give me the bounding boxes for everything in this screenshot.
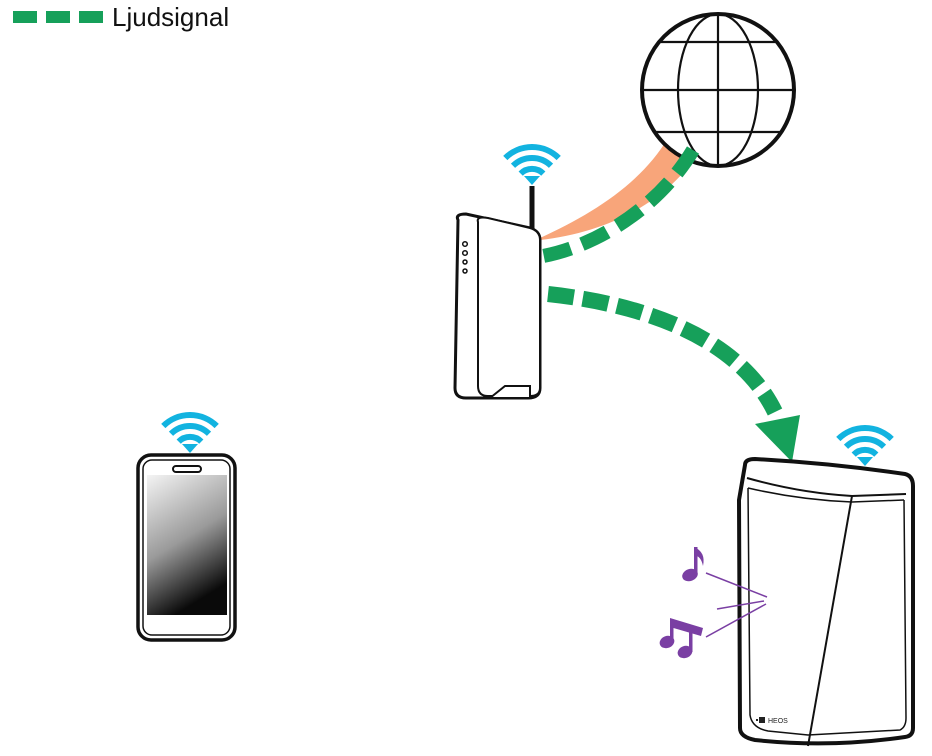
wifi-arc — [843, 435, 887, 450]
wifi-dot — [857, 457, 873, 466]
wifi-arc — [851, 446, 879, 457]
arrowhead — [755, 415, 800, 462]
wifi-dot — [182, 444, 198, 453]
beamed-music-notes-icon — [659, 618, 703, 659]
speaker-brand-label: HEOS — [768, 718, 788, 725]
wifi-arc — [836, 425, 894, 442]
legend-dash — [79, 11, 103, 23]
audio-signal-internet-to-router — [541, 146, 700, 263]
legend-dash — [46, 11, 70, 23]
sound-waves — [705, 572, 768, 638]
smartphone-icon — [136, 453, 237, 642]
legend: Ljudsignal — [13, 1, 229, 33]
wifi-arc — [518, 165, 546, 176]
legend-label: Ljudsignal — [112, 2, 230, 32]
wifi-arc — [168, 422, 212, 437]
wifi-arc — [161, 412, 219, 429]
music-note-icon — [682, 547, 704, 582]
smartphone-screen — [147, 475, 227, 615]
speaker-icon: HEOS — [736, 456, 915, 747]
router-icon — [453, 186, 542, 400]
wifi-icon-smartphone — [161, 412, 219, 453]
wifi-icon-router — [503, 144, 561, 185]
internet-link — [540, 138, 700, 240]
wifi-arc — [510, 154, 554, 169]
heos-logo-icon — [756, 717, 765, 723]
wifi-dot — [524, 176, 540, 185]
legend-dashed-line-swatch — [13, 11, 103, 23]
wifi-arc — [503, 144, 561, 161]
globe-icon — [640, 12, 796, 168]
audio-signal-router-to-speaker — [547, 286, 783, 416]
wifi-arc — [176, 433, 204, 444]
legend-dash — [13, 11, 37, 23]
wifi-icon-speaker — [836, 425, 894, 466]
